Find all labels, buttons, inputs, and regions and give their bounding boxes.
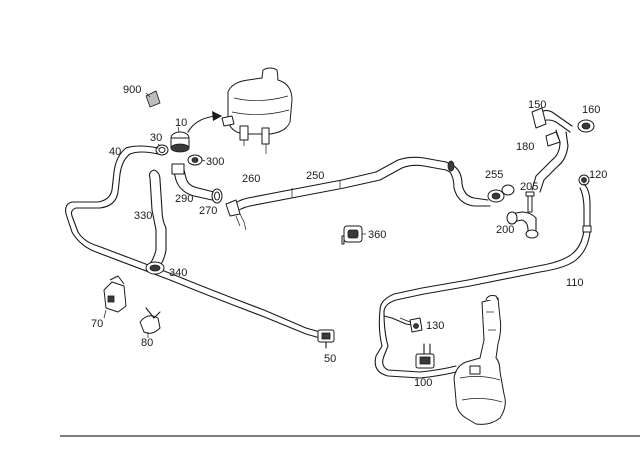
callout-180: 180 bbox=[516, 141, 534, 153]
callout-260: 260 bbox=[242, 173, 260, 185]
callout-100: 100 bbox=[414, 377, 432, 389]
callout-270: 270 bbox=[199, 205, 217, 217]
hose-180 bbox=[531, 129, 569, 193]
hose-255 bbox=[445, 160, 491, 207]
pump-10 bbox=[170, 126, 190, 153]
label-sticker-900 bbox=[145, 90, 161, 108]
clamp-30 bbox=[155, 143, 169, 156]
washer-reservoir bbox=[453, 295, 506, 425]
callout-10: 10 bbox=[175, 117, 187, 129]
callout-labels: 900 10 30 40 300 260 250 290 270 330 340… bbox=[91, 84, 607, 389]
clip-130 bbox=[399, 317, 423, 333]
callout-900: 900 bbox=[123, 84, 141, 96]
direction-arrow bbox=[187, 111, 222, 133]
clamp-255 bbox=[487, 184, 515, 203]
expansion-tank bbox=[221, 67, 293, 154]
hose-330 bbox=[148, 169, 167, 269]
hose-150 bbox=[531, 107, 573, 133]
hose-40 bbox=[65, 145, 321, 339]
clamp-120 bbox=[578, 174, 590, 186]
valve-360 bbox=[341, 225, 366, 245]
callout-110: 110 bbox=[566, 277, 584, 289]
callout-250: 250 bbox=[306, 170, 324, 182]
clamp-160 bbox=[577, 119, 595, 133]
callout-340: 340 bbox=[169, 267, 187, 279]
clamp-300 bbox=[187, 154, 206, 166]
pipe-110 bbox=[379, 183, 592, 313]
callout-360: 360 bbox=[368, 229, 386, 241]
connector-50 bbox=[317, 329, 335, 349]
clamp-270 bbox=[211, 188, 223, 204]
callout-205: 205 bbox=[520, 181, 538, 193]
callout-290: 290 bbox=[175, 193, 193, 205]
holder-80 bbox=[139, 307, 161, 338]
pipe-250 bbox=[225, 156, 447, 231]
bracket-70 bbox=[103, 275, 127, 319]
clamp-340 bbox=[145, 261, 165, 275]
callout-255: 255 bbox=[485, 169, 503, 181]
callout-150: 150 bbox=[528, 99, 546, 111]
callout-40: 40 bbox=[109, 146, 121, 158]
callout-200: 200 bbox=[496, 224, 514, 236]
callout-70: 70 bbox=[91, 318, 103, 330]
callout-120: 120 bbox=[589, 169, 607, 181]
callout-80: 80 bbox=[141, 337, 153, 349]
callout-30: 30 bbox=[150, 132, 162, 144]
callout-50: 50 bbox=[324, 353, 336, 365]
callout-300: 300 bbox=[206, 156, 224, 168]
fitting-200 bbox=[506, 211, 539, 239]
callout-160: 160 bbox=[582, 104, 600, 116]
callout-330: 330 bbox=[134, 210, 152, 222]
bolt-205 bbox=[525, 191, 535, 213]
hose-290 bbox=[171, 163, 215, 201]
callout-130: 130 bbox=[426, 320, 444, 332]
connector-100 bbox=[415, 343, 435, 369]
